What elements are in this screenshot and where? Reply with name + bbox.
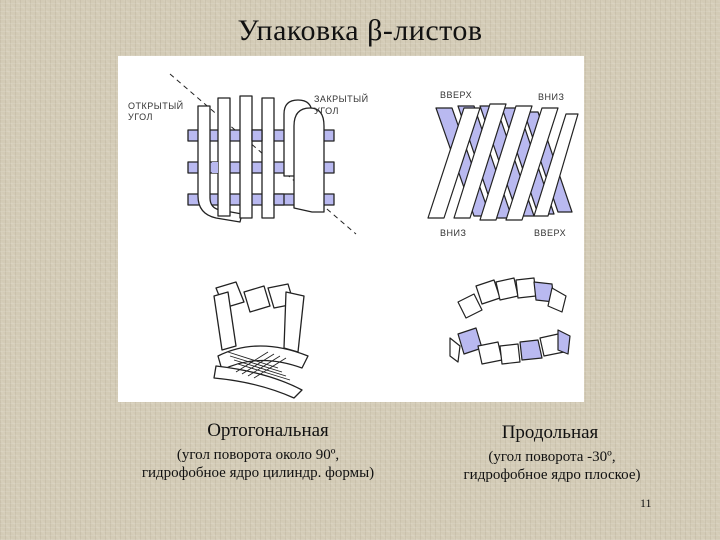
figure-panel: ОТКРЫТЫЙ УГОЛ ЗАКРЫТЫЙ УГОЛ ВВЕРХ ВНИЗ В… xyxy=(118,56,584,402)
sheet-block xyxy=(548,288,566,312)
open-corner-label-line2: УГОЛ xyxy=(128,112,153,122)
longitudinal-caption-line2: гидрофобное ядро плоское) xyxy=(402,466,702,484)
longitudinal-caption-line1: (угол поворота -30º, xyxy=(402,448,702,466)
sheet-block xyxy=(478,342,502,364)
orthogonal-caption-title: Ортогональная xyxy=(118,420,418,442)
closed-corner-label-line1: ЗАКРЫТЫЙ xyxy=(314,93,369,104)
vertical-strand xyxy=(262,98,274,218)
sheet-block xyxy=(558,330,570,354)
barrel-side-strand xyxy=(284,292,304,352)
horizontal-strand-front xyxy=(274,194,284,205)
orthogonal-caption-line1: (угол поворота около 90º, xyxy=(108,446,408,464)
up-label-bottom: ВВЕРХ xyxy=(534,228,566,238)
longitudinal-packing-diagram xyxy=(428,104,578,220)
sheet-block xyxy=(458,294,482,318)
sheet-block xyxy=(516,278,536,298)
vertical-strand xyxy=(240,96,252,218)
up-label-top: ВВЕРХ xyxy=(440,90,472,100)
longitudinal-sandwich-sketch xyxy=(450,278,570,364)
sheet-block xyxy=(496,278,518,300)
orthogonal-barrel-sketch xyxy=(214,282,308,398)
down-label-bottom: ВНИЗ xyxy=(440,228,466,238)
slide-title: Упаковка β-листов xyxy=(0,14,720,48)
orthogonal-caption-line2: гидрофобное ядро цилиндр. формы) xyxy=(108,464,408,482)
barrel-top-block xyxy=(244,286,270,312)
slide-number: 11 xyxy=(640,496,652,511)
sheet-block xyxy=(450,338,460,362)
barrel-lower-strand xyxy=(214,366,302,398)
closed-corner-label-line2: УГОЛ xyxy=(314,106,339,116)
vertical-strand xyxy=(218,98,230,216)
closed-corner-strand xyxy=(294,108,324,212)
horizontal-strand-front xyxy=(252,130,262,141)
open-corner-label-line1: ОТКРЫТЫЙ xyxy=(128,100,184,111)
down-label-top: ВНИЗ xyxy=(538,92,564,102)
beta-sheet-packing-figure: ОТКРЫТЫЙ УГОЛ ЗАКРЫТЫЙ УГОЛ ВВЕРХ ВНИЗ В… xyxy=(118,56,584,402)
sheet-block xyxy=(520,340,542,360)
sheet-block xyxy=(500,344,520,364)
longitudinal-caption-title: Продольная xyxy=(400,422,700,444)
